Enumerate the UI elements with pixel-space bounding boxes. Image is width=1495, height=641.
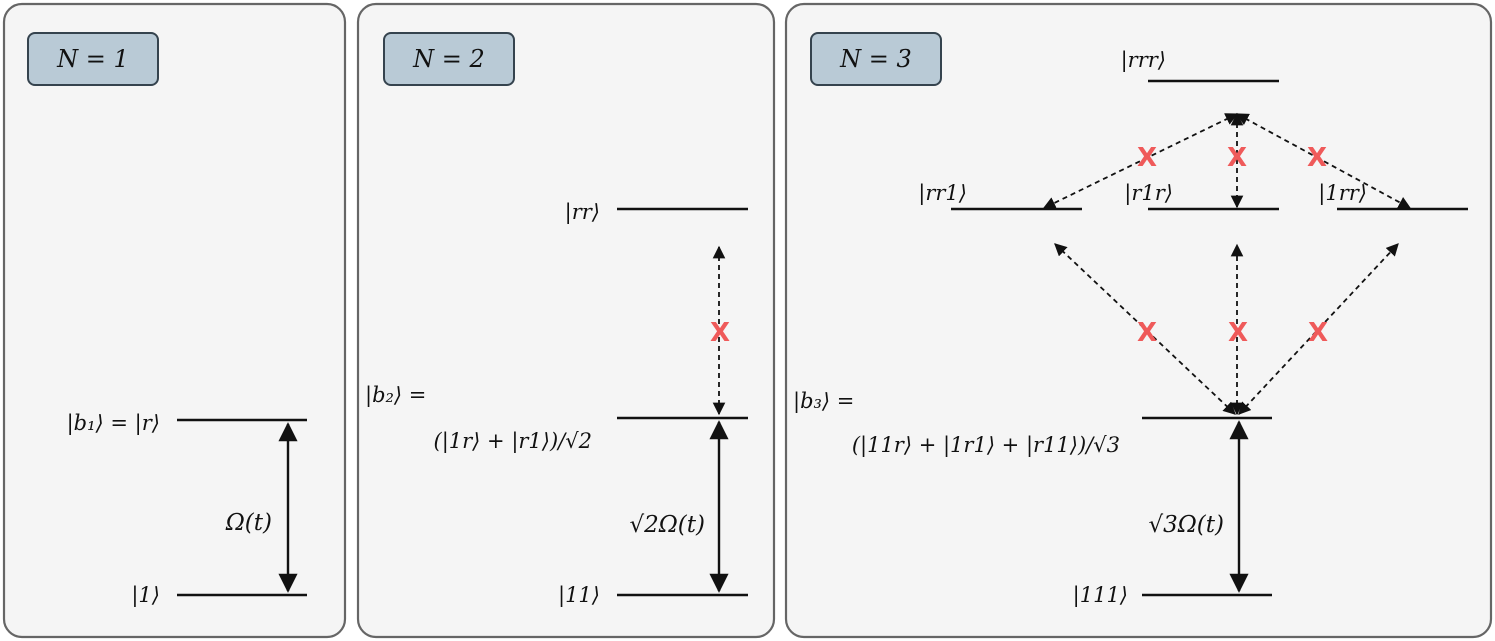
state-label-lower: |111⟩ (1073, 583, 1128, 608)
panel-n1: N = 1 |b₁⟩ = |r⟩ |1⟩ Ω(t) (2, 2, 347, 639)
state-label-middle-line2: (|11r⟩ + |1r1⟩ + |r11⟩)/√3 (852, 433, 1120, 458)
panel-n1-badge-label: N = 1 (56, 45, 129, 73)
blocked-x-mark: X (710, 318, 730, 348)
state-label-center: |r1r⟩ (1124, 181, 1173, 206)
state-label-upper: |b₁⟩ = |r⟩ (67, 411, 160, 436)
panel-n3-badge (810, 32, 942, 86)
state-label-middle-line1: |b₂⟩ = (365, 383, 426, 408)
panel-n2-frame (356, 2, 776, 639)
blocked-x-mark: X (1137, 143, 1157, 173)
panel-n2: N = 2 |rr⟩ |b₂⟩ = (|1r⟩ + |r1⟩)/√2 |11⟩ … (356, 2, 776, 639)
panel-n2-badge-label: N = 2 (412, 45, 485, 73)
state-label-lower: |11⟩ (558, 583, 600, 608)
blocked-x-mark: X (1227, 143, 1247, 173)
blocked-x-mark: X (1228, 318, 1248, 348)
coupling-label: √2Ω(t) (629, 512, 705, 538)
blocked-arrow-bottom-right (1238, 243, 1399, 415)
panel-n1-frame (2, 2, 347, 639)
panel-n1-badge (27, 32, 159, 86)
blocked-arrow-top-right (1235, 113, 1412, 209)
coupling-label: Ω(t) (225, 510, 272, 536)
state-label-lower: |1⟩ (131, 583, 160, 608)
state-label-middle-line2: (|1r⟩ + |r1⟩)/√2 (434, 429, 592, 454)
coupling-label: √3Ω(t) (1148, 512, 1224, 538)
blocked-x-mark: X (1307, 143, 1327, 173)
blocked-x-mark: X (1137, 318, 1157, 348)
panel-n2-badge (383, 32, 515, 86)
state-label-middle-line1: |b₃⟩ = (793, 389, 854, 414)
state-label-right: |1rr⟩ (1318, 181, 1367, 206)
state-label-left: |rr1⟩ (918, 181, 967, 206)
panel-n3: N = 3 |rrr⟩ |rr1⟩ |r1r⟩ |1rr⟩ |b₃⟩ = (|1… (784, 2, 1493, 639)
state-label-top: |rrr⟩ (1121, 48, 1166, 73)
blocked-x-mark: X (1308, 318, 1328, 348)
state-label-top: |rr⟩ (565, 200, 600, 225)
panel-n3-badge-label: N = 3 (839, 45, 912, 73)
